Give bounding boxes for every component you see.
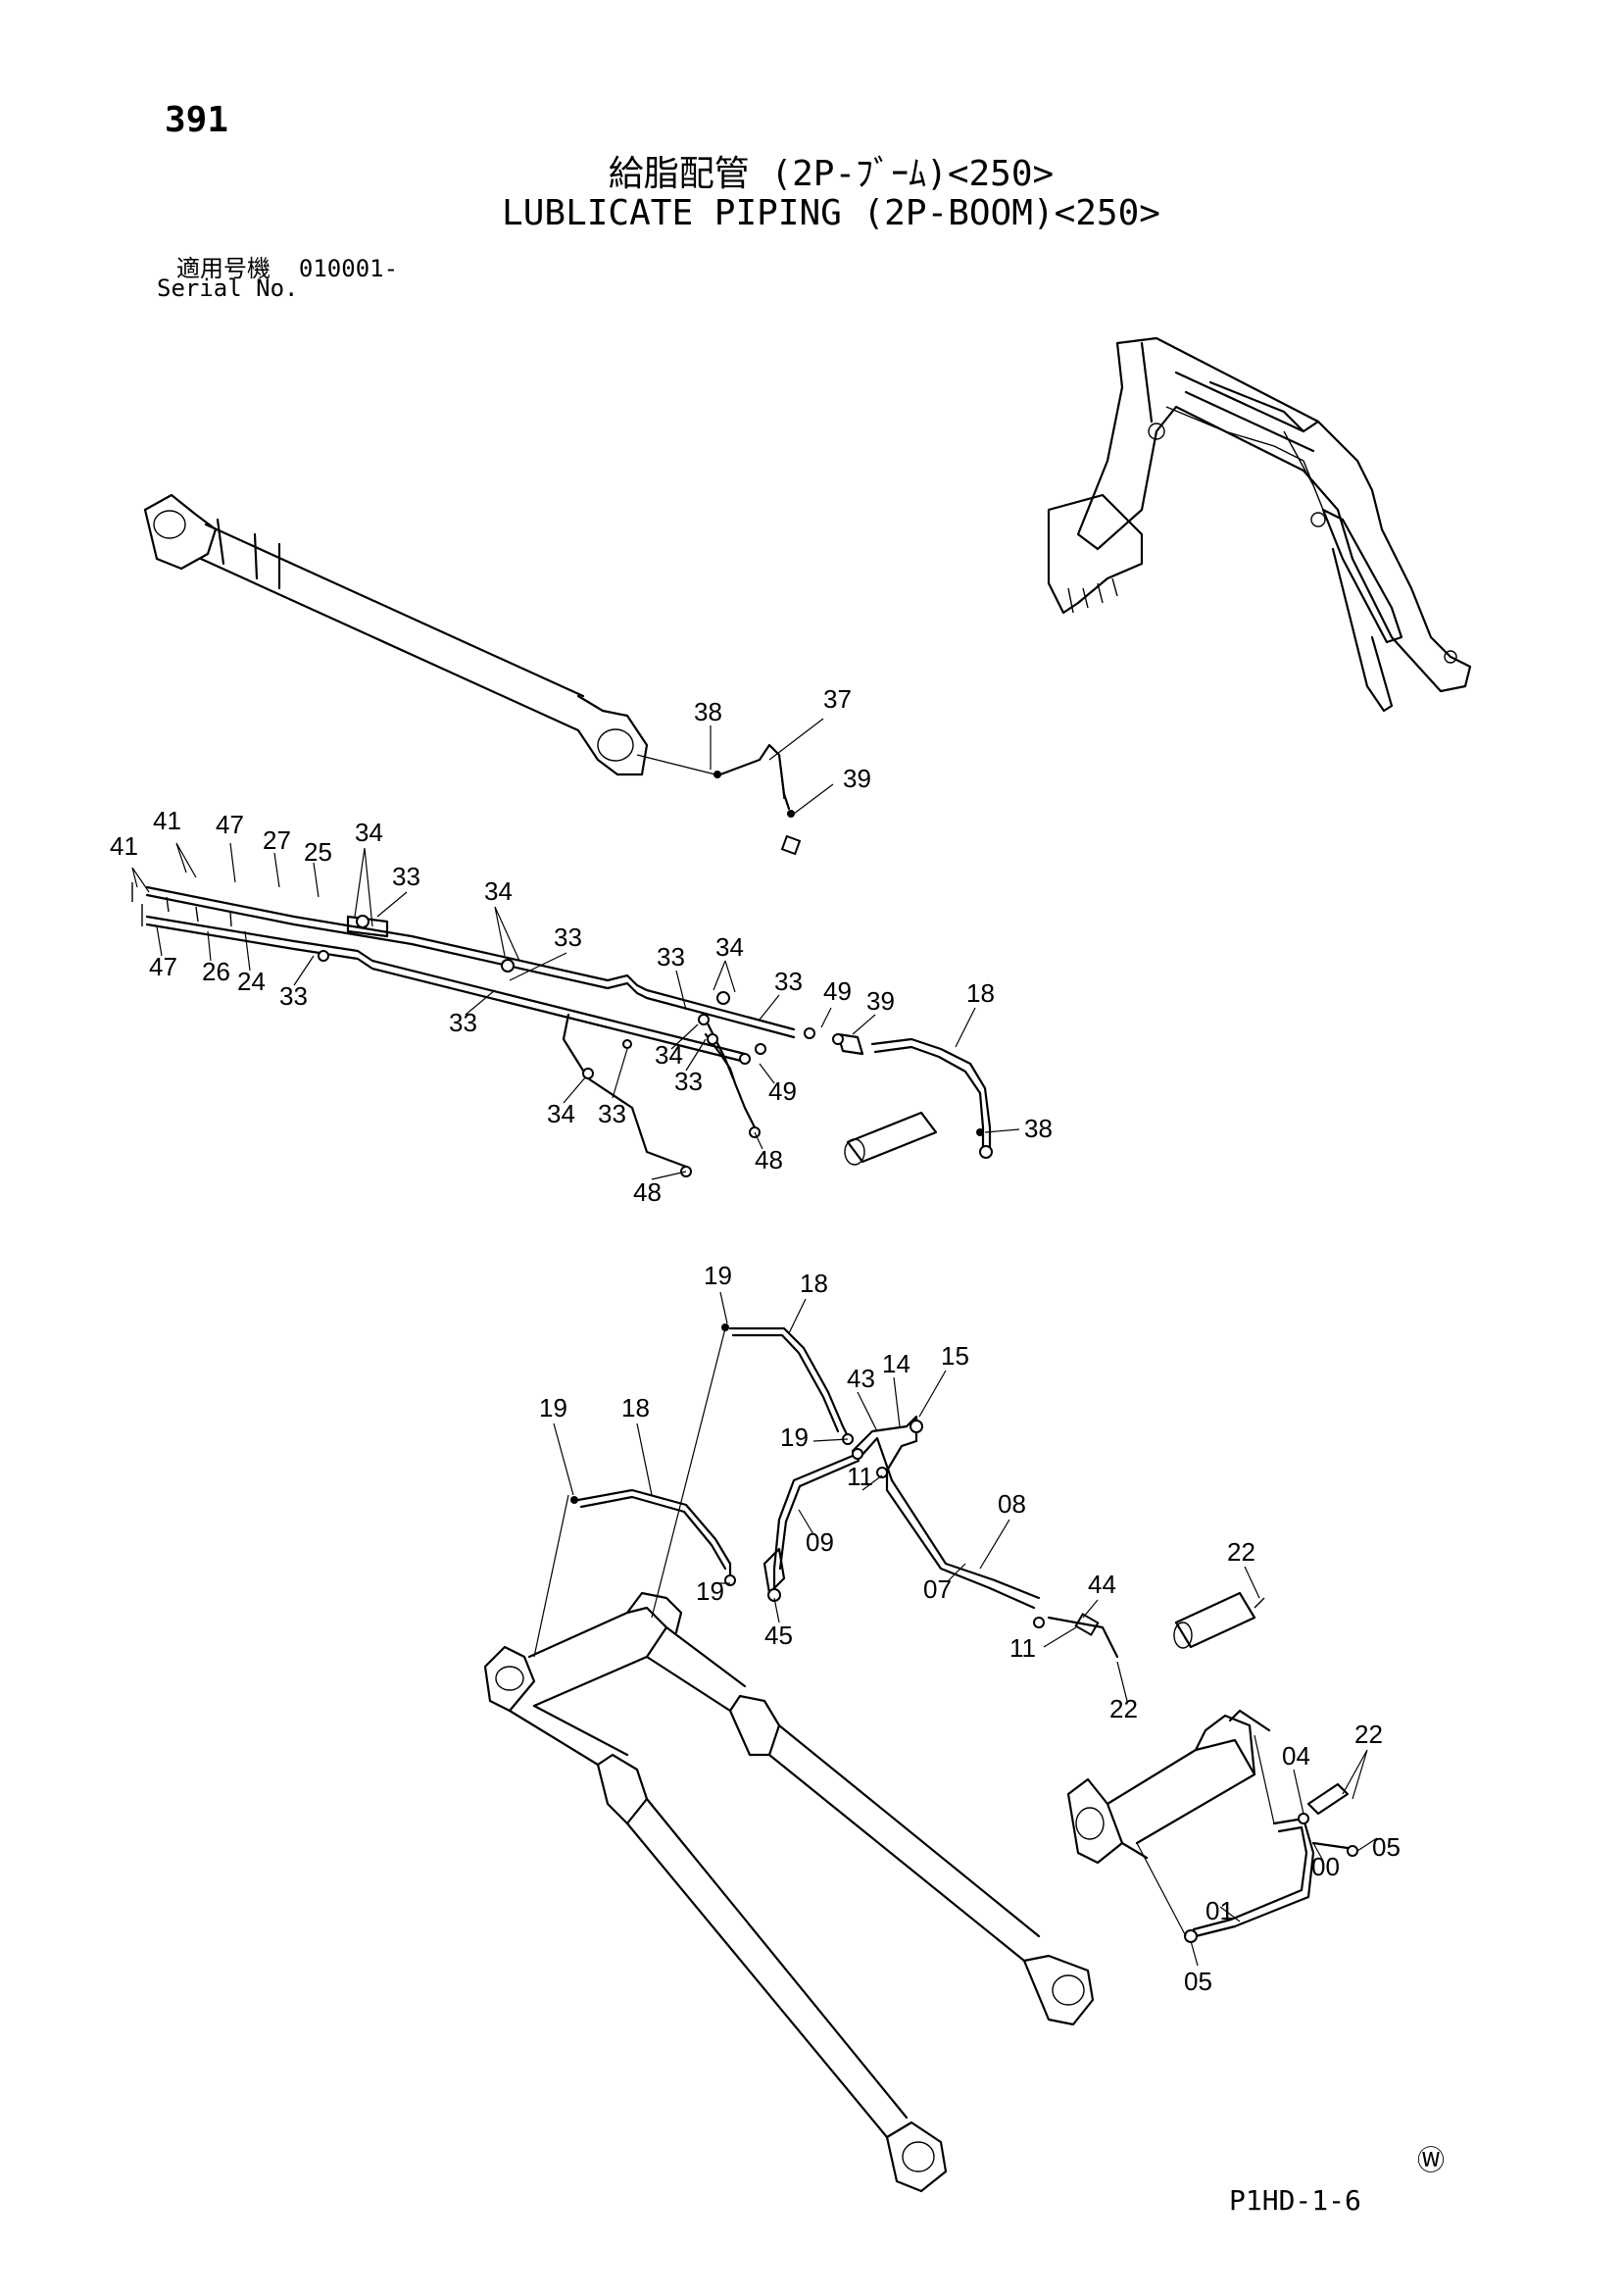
callout-11-b: 11 xyxy=(1009,1633,1036,1663)
pipe-assembly-middle xyxy=(131,882,993,1177)
page-title-japanese: 給脂配管 (2P-ﾌﾞｰﾑ)<250> xyxy=(608,154,1055,194)
callout-01: 01 xyxy=(1205,1896,1234,1925)
callout-48-a: 48 xyxy=(755,1145,783,1174)
callout-34-e: 34 xyxy=(547,1099,575,1128)
callout-33-c: 33 xyxy=(554,923,582,952)
callout-33-a: 33 xyxy=(392,862,420,891)
callout-41-a: 41 xyxy=(153,806,181,835)
hose-37-group xyxy=(636,718,834,856)
watermark-circled-w: Ⓦ xyxy=(1417,2144,1446,2176)
callout-34-a: 34 xyxy=(355,818,383,847)
callout-39-top: 39 xyxy=(843,764,871,793)
callout-38-top: 38 xyxy=(694,697,722,726)
callout-47-b: 47 xyxy=(149,952,177,981)
callout-38-mid: 38 xyxy=(1024,1114,1053,1143)
page-title-english: LUBLICATE PIPING (2P-BOOM)<250> xyxy=(502,193,1160,233)
callout-47-a: 47 xyxy=(216,810,244,839)
boom-cylinder-upper xyxy=(143,493,649,776)
callout-04: 04 xyxy=(1282,1741,1310,1771)
serial-label-japanese: 適用号機 xyxy=(176,255,270,282)
callout-19-c: 19 xyxy=(539,1393,567,1423)
pin-22 xyxy=(1173,1591,1265,1649)
callout-22-b: 22 xyxy=(1109,1694,1138,1723)
callout-43: 43 xyxy=(847,1364,875,1393)
callout-19-a: 19 xyxy=(704,1261,732,1290)
callout-18-b: 18 xyxy=(621,1393,650,1423)
pin-38-middle xyxy=(844,1111,984,1166)
callout-45: 45 xyxy=(764,1621,793,1650)
excavator-front-inset xyxy=(1047,336,1472,713)
callout-19-b: 19 xyxy=(780,1423,809,1452)
callout-34-b: 34 xyxy=(484,876,513,906)
callout-33-b: 33 xyxy=(279,981,308,1011)
callout-44: 44 xyxy=(1088,1570,1116,1599)
callout-25: 25 xyxy=(304,837,332,867)
callout-26: 26 xyxy=(202,957,230,986)
serial-range: 適用号機 010001- xyxy=(176,249,398,283)
serial-value: 010001- xyxy=(298,255,399,282)
callout-labels: 38 37 39 41 47 27 25 34 33 41 47 26 24 3… xyxy=(110,684,1401,1996)
callout-27: 27 xyxy=(263,825,291,855)
callout-37: 37 xyxy=(823,684,852,714)
callout-33-h: 33 xyxy=(598,1099,626,1128)
callout-09: 09 xyxy=(806,1527,834,1557)
callout-07: 07 xyxy=(923,1574,952,1604)
serial-label-english: Serial No. xyxy=(157,275,299,302)
callout-33-g: 33 xyxy=(674,1067,703,1096)
callout-05-b: 05 xyxy=(1184,1967,1212,1996)
callout-22-a: 22 xyxy=(1227,1537,1255,1567)
twin-boom-cylinders xyxy=(483,1591,1095,2193)
callout-19-d: 19 xyxy=(696,1576,724,1606)
callout-22-c: 22 xyxy=(1354,1720,1383,1749)
hose-assembly-lower xyxy=(533,1323,1119,1659)
callout-08: 08 xyxy=(998,1489,1026,1519)
bucket-cylinder-lower xyxy=(1066,1709,1358,1943)
callout-00: 00 xyxy=(1311,1852,1340,1881)
callout-33-f: 33 xyxy=(774,967,803,996)
callout-14: 14 xyxy=(882,1349,910,1378)
callout-11-a: 11 xyxy=(847,1462,873,1491)
callout-05-a: 05 xyxy=(1372,1832,1401,1862)
page-code: P1HD-1-6 xyxy=(1229,2184,1361,2217)
callout-33-d: 33 xyxy=(449,1008,477,1037)
callout-33-e: 33 xyxy=(657,942,685,972)
callout-15: 15 xyxy=(941,1341,969,1371)
callout-48-b: 48 xyxy=(633,1177,662,1207)
callout-49-a: 49 xyxy=(823,976,852,1006)
page-number: 391 xyxy=(165,100,229,140)
callout-41-b: 41 xyxy=(110,831,138,861)
callout-39-mid: 39 xyxy=(866,986,895,1016)
callout-leaders xyxy=(131,842,1378,1967)
callout-24: 24 xyxy=(237,967,266,996)
callout-34-d: 34 xyxy=(655,1040,683,1070)
callout-34-c: 34 xyxy=(715,932,744,962)
callout-18-a: 18 xyxy=(800,1269,828,1298)
callout-18-mid: 18 xyxy=(966,978,995,1008)
